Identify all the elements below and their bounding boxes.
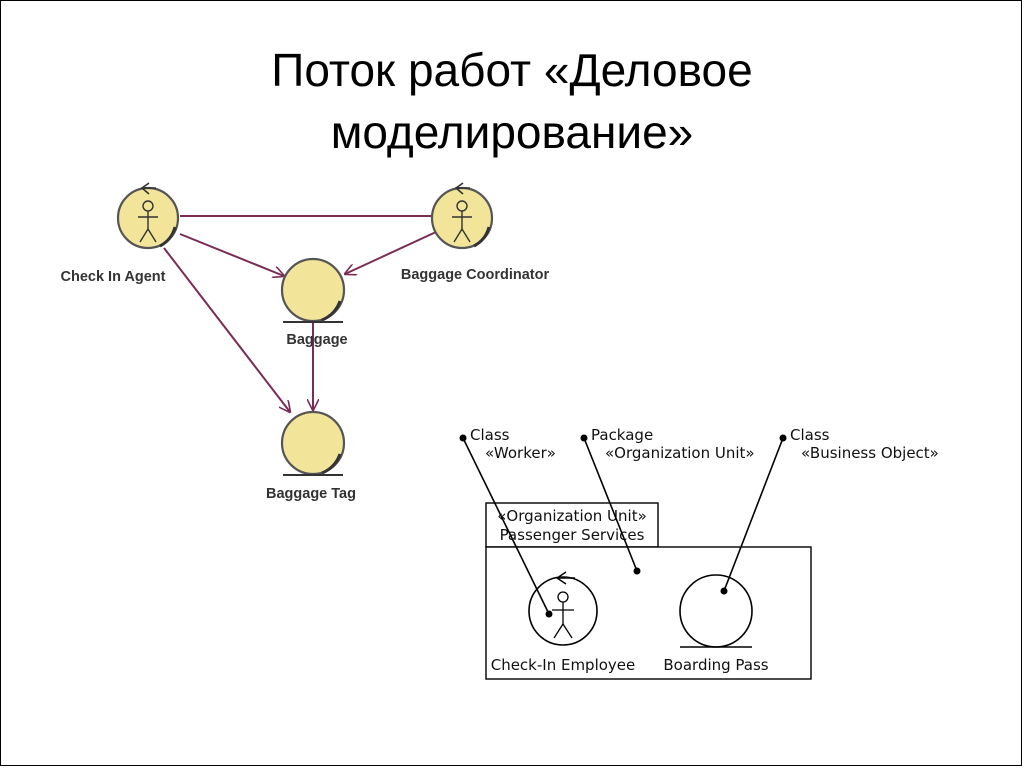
arrow-coordinator-to-baggage (345, 231, 437, 274)
callout-package: Package «Organization Unit» (580, 426, 755, 575)
business-worker-icon (116, 182, 180, 250)
callout-worker-line2: «Worker» (485, 444, 556, 462)
package-tab-stereotype: «Organization Unit» (497, 507, 647, 525)
business-worker-icon (430, 182, 494, 250)
check-in-employee[interactable]: Check-In Employee (491, 571, 636, 674)
callout-package-line2: «Organization Unit» (605, 444, 755, 462)
title-line-2: моделирование» (330, 106, 694, 158)
arrow-agent-to-baggage (179, 233, 284, 276)
baggage-tag[interactable]: Baggage Tag (266, 410, 356, 502)
callout-worker-line1: Class (470, 426, 510, 444)
check-in-agent-label: Check In Agent (60, 269, 165, 285)
package-tab (485, 502, 659, 548)
business-entity-icon (280, 257, 346, 323)
business-entity-icon (280, 410, 346, 476)
check-in-agent[interactable]: Check In Agent (60, 182, 180, 285)
boarding-pass-label: Boarding Pass (663, 656, 768, 674)
baggage[interactable]: Baggage (280, 257, 348, 348)
right-diagram: «Organization Unit» Passenger Services C… (459, 426, 939, 680)
callout-business-object-class: Class «Business Object» (720, 426, 939, 595)
baggage-label: Baggage (286, 332, 347, 348)
boarding-pass[interactable]: Boarding Pass (663, 574, 769, 674)
arrow-agent-to-baggage-tag (163, 247, 290, 412)
baggage-tag-label: Baggage Tag (266, 486, 356, 502)
business-worker-icon (528, 571, 598, 646)
callout-business-object-line1: Class (790, 426, 830, 444)
baggage-coordinator-label: Baggage Coordinator (401, 267, 550, 283)
callout-worker-class: Class «Worker» (459, 426, 556, 618)
check-in-employee-label: Check-In Employee (491, 656, 636, 674)
business-entity-icon (679, 574, 753, 648)
title-line-1: Поток работ «Деловое (271, 44, 753, 96)
page-title: Поток работ «Деловое моделирование» (1, 39, 1023, 163)
callout-package-line1: Package (591, 426, 653, 444)
baggage-coordinator[interactable]: Baggage Coordinator (401, 182, 550, 283)
left-diagram: Check In Agent Baggage Coordinator (60, 182, 550, 502)
package-tab-name: Passenger Services (500, 526, 645, 544)
callout-business-object-line2: «Business Object» (801, 444, 939, 462)
